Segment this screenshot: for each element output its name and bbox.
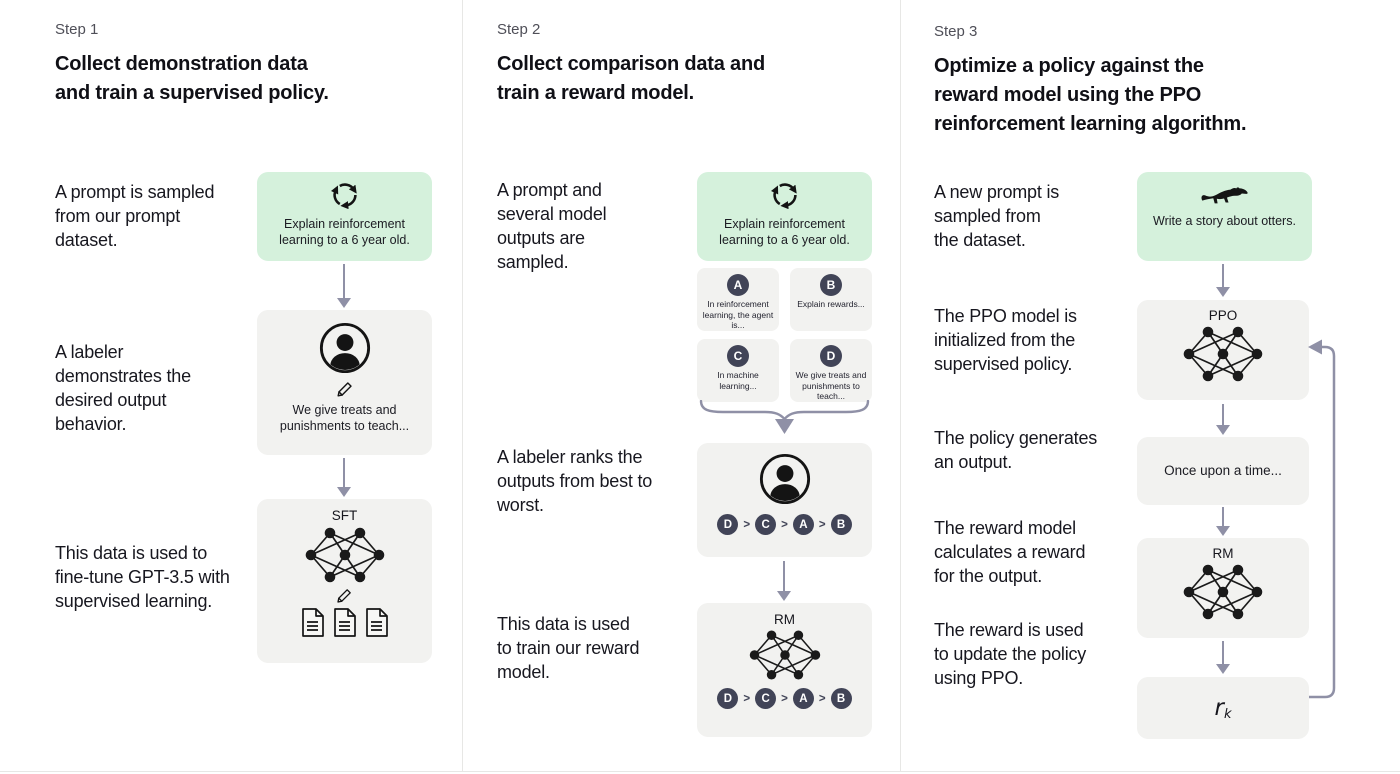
column-divider bbox=[900, 0, 901, 772]
arrow-down-icon bbox=[336, 264, 352, 308]
user-icon bbox=[319, 322, 370, 374]
arrow-down-icon bbox=[776, 561, 792, 601]
loop-arrow bbox=[1308, 339, 1336, 699]
step-3-caption-update: The reward is used to update the policy … bbox=[934, 620, 1087, 688]
step-3-caption-init: The PPO model is initialized from the su… bbox=[934, 306, 1077, 374]
step-1-prompt-box: Explain reinforcement learning to a 6 ye… bbox=[257, 172, 432, 261]
cycle-icon bbox=[770, 183, 797, 210]
step-2-label: Step 2 bbox=[497, 21, 541, 38]
step-2-title: Collect comparison data and train a rewa… bbox=[497, 53, 765, 104]
step-3-rm-box: RM bbox=[1137, 538, 1309, 638]
step-3-caption-generates: The policy generates an output. bbox=[934, 428, 1098, 472]
prompt-text: Explain reinforcement learning to a 6 ye… bbox=[279, 217, 410, 247]
user-icon bbox=[759, 453, 810, 505]
output-key-badge: C bbox=[727, 345, 749, 367]
step-1-caption-finetune: This data is used to fine-tune GPT-3.5 w… bbox=[55, 543, 230, 611]
arrow-down-icon bbox=[1215, 404, 1231, 435]
output-card-b: B Explain rewards... bbox=[790, 268, 872, 331]
step-3-caption-reward: The reward model calculates a reward for… bbox=[934, 518, 1086, 586]
pencil-icon bbox=[336, 382, 352, 397]
model-label: SFT bbox=[331, 508, 358, 523]
step-2-caption-ranks: A labeler ranks the outputs from best to… bbox=[497, 447, 653, 515]
bottom-divider bbox=[0, 771, 1400, 772]
pencil-icon bbox=[337, 589, 351, 603]
reward-subscript: k bbox=[1223, 706, 1232, 722]
step-3-title: Optimize a policy against the reward mod… bbox=[934, 55, 1247, 135]
output-text: Once upon a time... bbox=[1164, 463, 1282, 478]
output-card-d: D We give treats and punishments to teac… bbox=[790, 339, 872, 402]
output-card-c: C In machine learning... bbox=[697, 339, 779, 402]
step-1-label: Step 1 bbox=[55, 21, 99, 38]
ranking-row: D > C > A > B bbox=[717, 688, 852, 709]
output-key-badge: B bbox=[820, 274, 842, 296]
network-icon bbox=[1183, 564, 1263, 620]
model-label: PPO bbox=[1208, 308, 1238, 323]
step-1-labeler-box: We give treats and punishments to teach.… bbox=[257, 310, 432, 455]
step-3-ppo-box: PPO bbox=[1137, 300, 1309, 400]
step-1-title: Collect demonstration data and train a s… bbox=[55, 53, 329, 104]
step-2-caption-sampled: A prompt and several model outputs are s… bbox=[497, 180, 607, 272]
arrow-down-icon bbox=[1215, 264, 1231, 297]
labeler-text: We give treats and punishments to teach.… bbox=[279, 403, 410, 433]
brace-connector bbox=[699, 400, 870, 434]
arrow-down-icon bbox=[1215, 641, 1231, 674]
output-card-a: A In reinforcement learning, the agent i… bbox=[697, 268, 779, 331]
model-label: RM bbox=[1212, 546, 1234, 561]
model-label: RM bbox=[774, 612, 795, 627]
network-icon bbox=[305, 527, 384, 583]
step-2-prompt-box: Explain reinforcement learning to a 6 ye… bbox=[697, 172, 872, 261]
step-3-caption-prompt: A new prompt is sampled from the dataset… bbox=[934, 182, 1060, 250]
arrow-down-icon bbox=[1215, 507, 1231, 536]
step-3-label: Step 3 bbox=[934, 23, 978, 40]
step-1-caption-prompt: A prompt is sampled from our prompt data… bbox=[55, 182, 215, 250]
reward-variable: r bbox=[1214, 695, 1224, 721]
documents-icon bbox=[301, 608, 388, 637]
ranking-row: D > C > A > B bbox=[717, 514, 852, 535]
cycle-icon bbox=[330, 183, 357, 210]
output-key-badge: A bbox=[727, 274, 749, 296]
step-1-sft-box: SFT bbox=[257, 499, 432, 663]
column-divider bbox=[462, 0, 463, 772]
network-icon bbox=[1183, 326, 1263, 382]
step-3-output-box: Once upon a time... bbox=[1137, 437, 1309, 505]
step-1-caption-labeler: A labeler demonstrates the desired outpu… bbox=[55, 342, 191, 434]
prompt-text: Write a story about otters. bbox=[1153, 214, 1296, 228]
step-2-caption-train: This data is used to train our reward mo… bbox=[497, 614, 640, 682]
arrow-down-icon bbox=[336, 458, 352, 497]
prompt-text: Explain reinforcement learning to a 6 ye… bbox=[719, 217, 850, 247]
network-icon bbox=[749, 630, 820, 680]
step-2-rm-box: RM D > C > A > B bbox=[697, 603, 872, 737]
step-3-prompt-box: Write a story about otters. bbox=[1137, 172, 1312, 261]
output-key-badge: D bbox=[820, 345, 842, 367]
step-2-ranking-box: D > C > A > B bbox=[697, 443, 872, 557]
otter-icon bbox=[1200, 187, 1248, 204]
